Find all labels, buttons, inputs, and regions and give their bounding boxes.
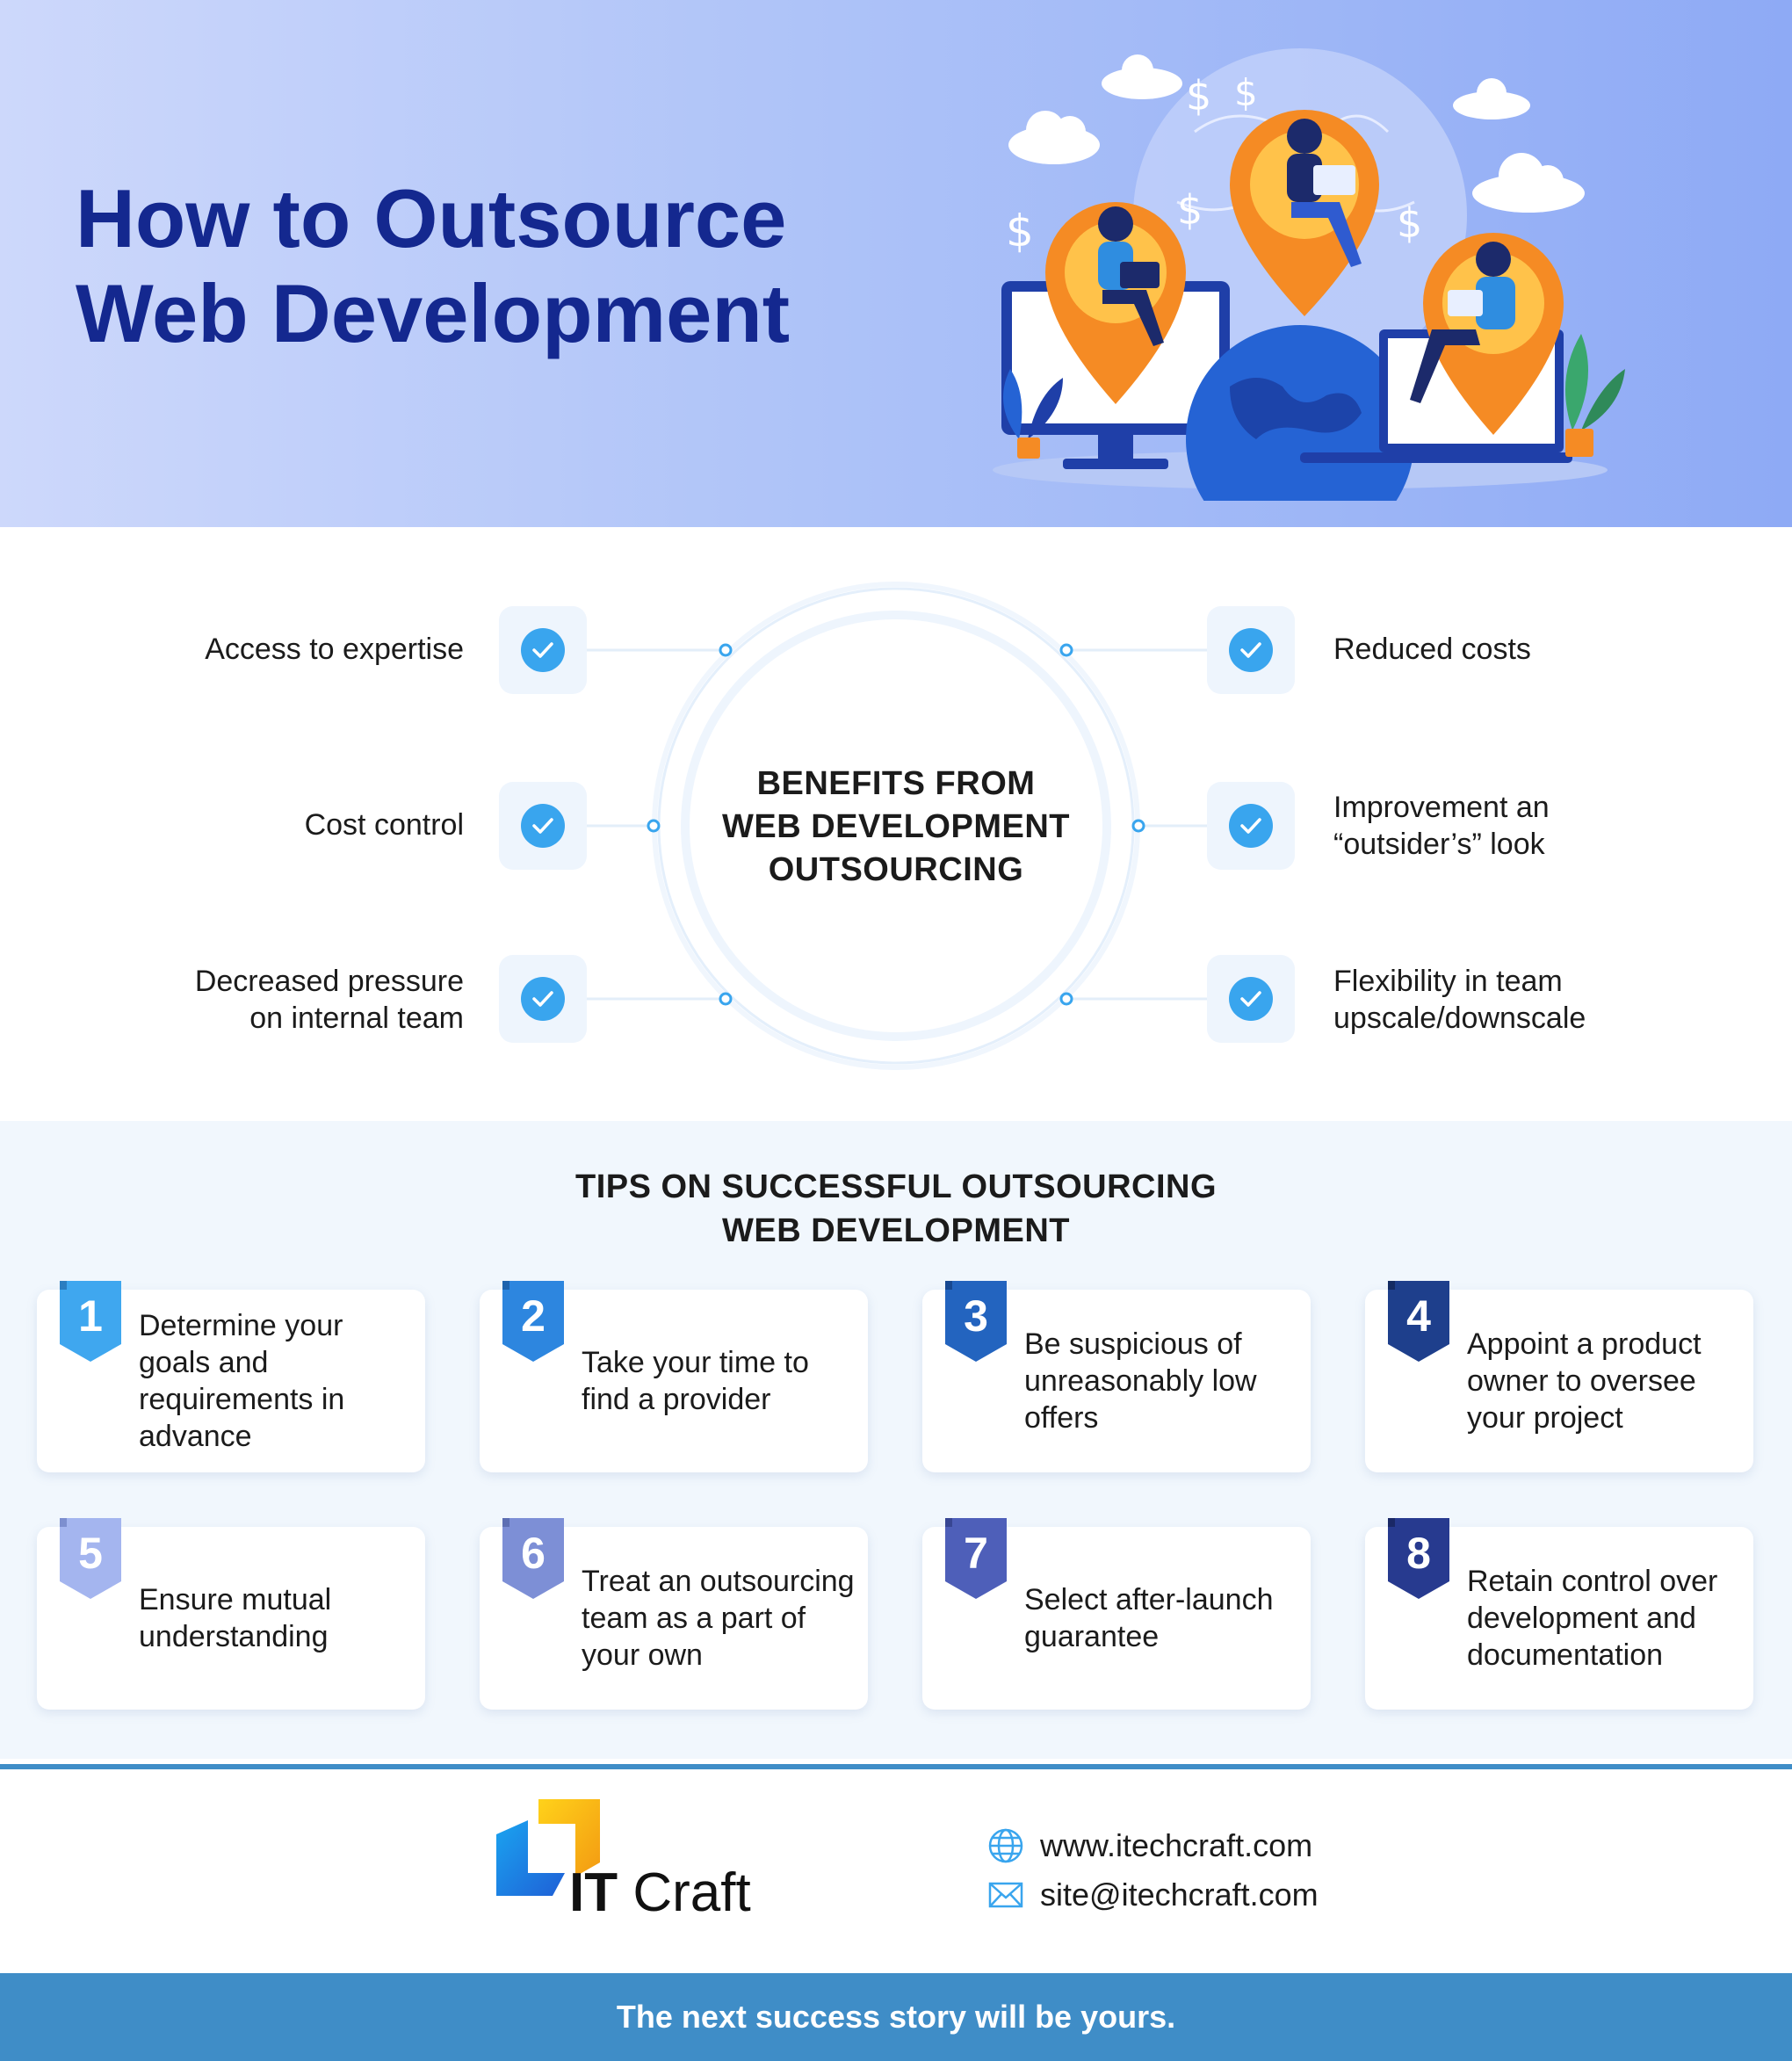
tips-title-line-1: TIPS ON SUCCESSFUL OUTSOURCING xyxy=(574,1168,1218,1205)
page-title-line-1: How to Outsource xyxy=(76,172,787,264)
check-tile xyxy=(1207,606,1295,694)
tip-number-badge: 1 xyxy=(60,1281,121,1362)
slogan-bar: The next success story will be yours. xyxy=(0,1973,1792,2061)
tip-text: Determine your goals and requirements in… xyxy=(139,1309,345,1453)
benefit-label-line: “outsider’s” look xyxy=(1333,828,1545,861)
benefit-outsider-look: Improvement an “outsider’s” look xyxy=(1333,789,1755,863)
tip-number-badge: 3 xyxy=(945,1281,1007,1362)
it-craft-logo-mark xyxy=(496,1799,600,1896)
hero-banner: How to Outsource Web Development $ $ $ $… xyxy=(0,0,1792,527)
benefit-flexibility: Flexibility in team upscale/downscale xyxy=(1333,963,1755,1037)
benefit-access-to-expertise: Access to expertise xyxy=(42,631,464,668)
tip-number: 6 xyxy=(521,1529,546,1578)
benefits-connectors xyxy=(587,582,1207,1070)
benefit-label-line: Cost control xyxy=(304,808,464,842)
benefits-title-line-1: BENEFITS FROM xyxy=(756,765,1036,802)
check-tile xyxy=(499,606,587,694)
tips-title: TIPS ON SUCCESSFUL OUTSOURCING WEB DEVEL… xyxy=(457,1165,1335,1253)
tip-text: Select after-launch guarantee xyxy=(1024,1583,1274,1653)
logo-text-rest: Craft xyxy=(618,1862,751,1923)
check-icon xyxy=(1229,977,1273,1021)
svg-text:$: $ xyxy=(1186,72,1211,119)
check-tile xyxy=(1207,782,1295,870)
tip-number-badge: 2 xyxy=(502,1281,564,1362)
check-tile xyxy=(1207,955,1295,1043)
svg-text:$: $ xyxy=(1006,206,1034,257)
page-title-line-2: Web Development xyxy=(76,267,791,359)
tip-text: Treat an outsourcing team as a part of y… xyxy=(582,1565,855,1672)
tips-section: TIPS ON SUCCESSFUL OUTSOURCING WEB DEVEL… xyxy=(0,1121,1792,1759)
website-link[interactable]: www.itechcraft.com xyxy=(1040,1827,1313,1863)
benefit-label-line: Reduced costs xyxy=(1333,633,1531,666)
benefits-title-line-2: WEB DEVELOPMENT xyxy=(722,808,1070,845)
tip-number: 8 xyxy=(1406,1529,1431,1578)
benefits-title: BENEFITS FROM WEB DEVELOPMENT OUTSOURCIN… xyxy=(685,763,1107,892)
outsourcing-illustration-icon: $ $ $ $ $ xyxy=(993,48,1625,501)
tip-number-badge: 6 xyxy=(502,1518,564,1599)
check-icon xyxy=(521,977,565,1021)
tip-number-badge: 4 xyxy=(1388,1281,1449,1362)
tip-number-badge: 5 xyxy=(60,1518,121,1599)
tip-number-badge: 7 xyxy=(945,1518,1007,1599)
check-icon xyxy=(1229,804,1273,848)
benefits-section: BENEFITS FROM WEB DEVELOPMENT OUTSOURCIN… xyxy=(0,527,1792,1121)
website-row[interactable]: www.itechcraft.com xyxy=(987,1824,1312,1868)
check-icon xyxy=(1229,628,1273,672)
tips-title-line-2: WEB DEVELOPMENT xyxy=(722,1212,1070,1249)
check-icon xyxy=(521,628,565,672)
benefit-label-line: Access to expertise xyxy=(205,633,464,666)
page-title: How to Outsource Web Development xyxy=(76,171,866,361)
tip-number: 4 xyxy=(1406,1291,1431,1341)
tip-number: 1 xyxy=(78,1291,103,1341)
benefit-cost-control: Cost control xyxy=(42,806,464,843)
tip-text: Be suspicious of unreasonably low offers xyxy=(1024,1327,1257,1435)
check-tile xyxy=(499,955,587,1043)
check-icon xyxy=(521,804,565,848)
tip-text: Retain control over development and docu… xyxy=(1467,1565,1718,1672)
tip-number: 5 xyxy=(78,1529,103,1578)
svg-text:$: $ xyxy=(1177,186,1203,234)
benefit-label-line: on internal team xyxy=(249,1002,464,1035)
tip-text: Appoint a product owner to oversee your … xyxy=(1467,1327,1702,1435)
check-tile xyxy=(499,782,587,870)
slogan-text: The next success story will be yours. xyxy=(616,1999,1176,2035)
benefit-decreased-pressure: Decreased pressure on internal team xyxy=(42,963,464,1037)
benefit-reduced-costs: Reduced costs xyxy=(1333,631,1755,668)
email-row[interactable]: site@itechcraft.com xyxy=(987,1873,1319,1917)
email-link[interactable]: site@itechcraft.com xyxy=(1040,1877,1319,1913)
benefit-label-line: upscale/downscale xyxy=(1333,1002,1586,1035)
footer-divider xyxy=(0,1764,1792,1769)
svg-text:$: $ xyxy=(1397,199,1422,247)
tip-number-badge: 8 xyxy=(1388,1518,1449,1599)
tip-number: 2 xyxy=(521,1291,546,1341)
benefit-label-line: Flexibility in team xyxy=(1333,965,1563,998)
benefit-label-line: Improvement an xyxy=(1333,791,1550,824)
svg-text:$: $ xyxy=(1234,71,1258,114)
globe-icon xyxy=(988,1828,1023,1863)
it-craft-logo-text: IT Craft xyxy=(569,1862,751,1924)
tip-text: Ensure mutual understanding xyxy=(139,1583,332,1653)
benefits-title-line-3: OUTSOURCING xyxy=(768,851,1024,888)
tip-number: 3 xyxy=(964,1291,988,1341)
logo-text-bold: IT xyxy=(569,1862,618,1923)
benefit-label-line: Decreased pressure xyxy=(194,965,464,998)
tip-text: Take your time to find a provider xyxy=(582,1346,809,1416)
tip-number: 7 xyxy=(964,1529,988,1578)
mail-icon xyxy=(988,1882,1023,1908)
footer: IT Craft www.itechcraft.com site@itechcr… xyxy=(0,1769,1792,1973)
